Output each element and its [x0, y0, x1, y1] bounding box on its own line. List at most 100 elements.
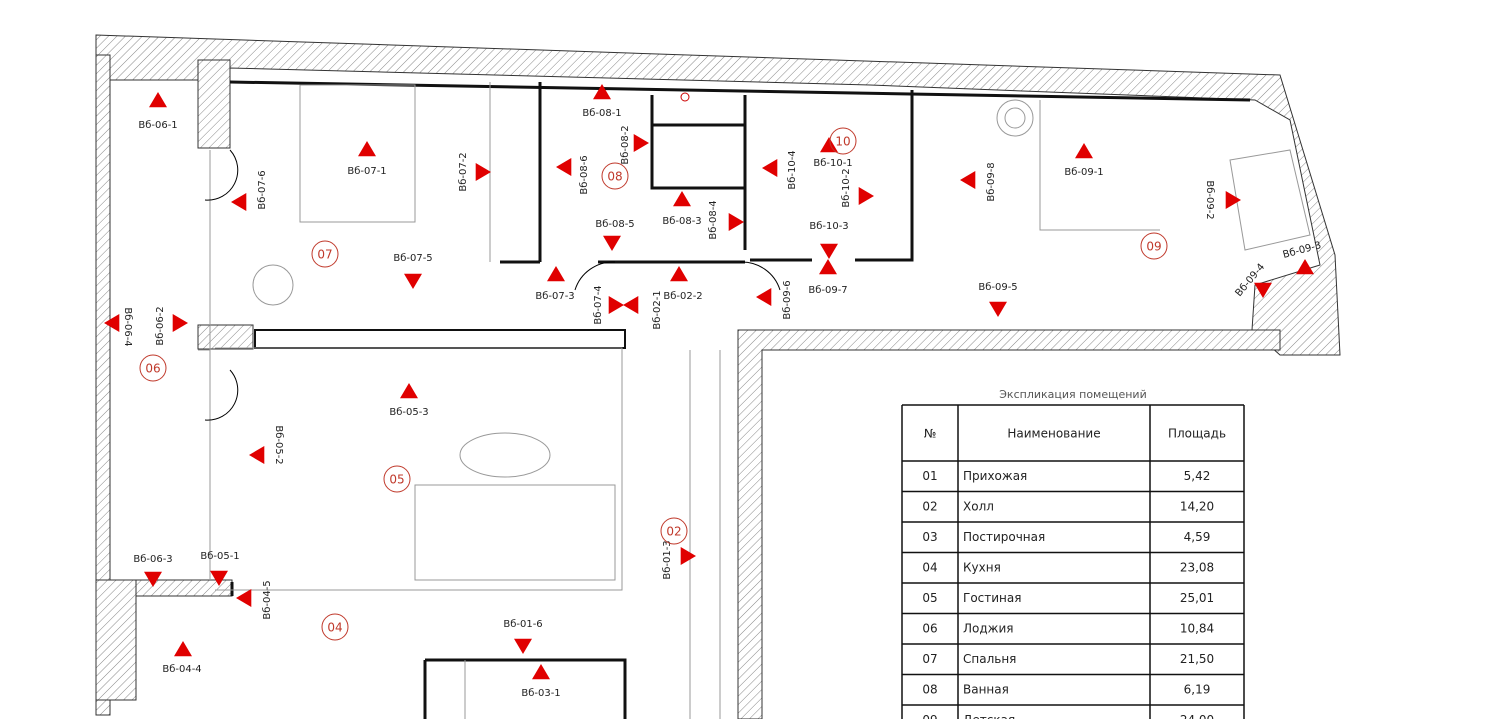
- room-number: 09: [1146, 240, 1161, 254]
- view-marker-arrow: [1254, 282, 1272, 298]
- view-marker-arrow: [104, 314, 120, 332]
- view-marker-arrow: [858, 187, 874, 205]
- view-marker-arrow: [670, 266, 688, 282]
- table-cell: 24,00: [1180, 713, 1214, 719]
- view-marker-label: Вб-06-1: [138, 120, 177, 131]
- view-marker-arrow: [633, 134, 649, 152]
- view-marker-arrow: [989, 301, 1007, 317]
- view-marker-arrow: [210, 570, 228, 586]
- room-number-circle: [139, 354, 167, 382]
- view-marker-arrow: [1225, 191, 1241, 209]
- view-marker-label: Вб-08-4: [708, 200, 719, 239]
- view-marker-arrow: [144, 571, 162, 587]
- view-marker-label: Вб-09-7: [808, 285, 847, 296]
- view-marker-label: Вб-05-1: [200, 551, 239, 562]
- view-marker-arrow: [603, 235, 621, 251]
- view-marker-label: Вб-09-1: [1064, 167, 1103, 178]
- table-cell: Детская: [963, 713, 1015, 719]
- view-marker-label: Вб-09-3: [1282, 240, 1323, 261]
- table-cell: Кухня: [963, 561, 1001, 575]
- room-number: 06: [145, 362, 160, 376]
- view-marker-label: Вб-08-5: [595, 219, 634, 230]
- table-cell: Спальня: [963, 652, 1016, 666]
- table-cell: 07: [922, 652, 937, 666]
- table-cell: 01: [922, 469, 937, 483]
- view-marker-label: Вб-09-8: [986, 162, 997, 201]
- room-number-circle: [383, 465, 411, 493]
- view-marker-label: Вб-06-2: [155, 306, 166, 345]
- view-marker-arrow: [358, 141, 376, 157]
- view-marker-label: Вб-08-6: [579, 155, 590, 194]
- view-marker-label: Вб-10-3: [809, 221, 848, 232]
- view-marker-label: Вб-09-5: [978, 282, 1017, 293]
- view-marker-label: Вб-06-4: [122, 307, 133, 346]
- view-marker-arrow: [400, 383, 418, 399]
- room-number: 04: [327, 621, 342, 635]
- table-cell: Лоджия: [963, 622, 1014, 636]
- view-marker-arrow: [231, 193, 247, 211]
- view-marker-label: Вб-07-6: [257, 170, 268, 209]
- view-marker-label: Вб-08-3: [662, 216, 701, 227]
- view-marker-label: Вб-10-4: [787, 150, 798, 189]
- view-marker-label: Вб-05-3: [389, 407, 428, 418]
- room-number: 02: [666, 525, 681, 539]
- view-marker-arrow: [547, 266, 565, 282]
- room-number: 08: [607, 170, 622, 184]
- table-cell: 6,19: [1184, 683, 1211, 697]
- view-marker-label: Вб-04-4: [162, 664, 201, 675]
- table-cell: Прихожая: [963, 469, 1027, 483]
- view-marker-label: Вб-10-2: [841, 168, 852, 207]
- view-marker-arrow: [762, 159, 778, 177]
- view-marker-label: Вб-08-1: [582, 108, 621, 119]
- view-marker-label: Вб-02-2: [663, 291, 702, 302]
- view-marker-arrow: [728, 213, 744, 231]
- table-cell: 08: [922, 683, 937, 697]
- table-cell: 09: [922, 713, 937, 719]
- view-marker-arrow: [404, 273, 422, 289]
- view-marker-arrow: [556, 158, 572, 176]
- view-marker-label: Вб-04-5: [262, 580, 273, 619]
- view-marker-label: Вб-03-1: [521, 688, 560, 699]
- table-cell: Постирочная: [963, 530, 1045, 544]
- table-cell: 5,42: [1184, 469, 1211, 483]
- view-marker-arrow: [593, 84, 611, 100]
- view-marker-label: Вб-08-2: [620, 125, 631, 164]
- view-marker-arrow: [236, 589, 252, 607]
- room-number-circle: [321, 613, 349, 641]
- view-marker-label: Вб-01-6: [503, 619, 542, 630]
- room-number-circle: [311, 240, 339, 268]
- table-header: №: [924, 427, 936, 441]
- table-cell: 06: [922, 622, 937, 636]
- view-marker-arrow: [172, 314, 188, 332]
- table-cell: 4,59: [1184, 530, 1211, 544]
- view-marker-arrow: [680, 547, 696, 565]
- view-marker-arrow: [756, 288, 772, 306]
- view-marker-label: Вб-10-1: [813, 158, 852, 169]
- room-number-circle: [829, 127, 857, 155]
- view-marker-label: Вб-07-4: [593, 285, 604, 324]
- view-marker-arrow: [149, 92, 167, 108]
- room-number-circle: [660, 517, 688, 545]
- view-marker-arrow: [819, 259, 837, 275]
- view-marker-arrow: [608, 296, 624, 314]
- view-marker-label: Вб-05-2: [273, 425, 284, 464]
- view-marker-arrow: [820, 243, 838, 259]
- room-number: 07: [317, 248, 332, 262]
- view-marker-label: Вб-09-6: [782, 280, 793, 319]
- table-header: Наименование: [1007, 427, 1100, 441]
- table-cell: 05: [922, 591, 937, 605]
- table-cell: Гостиная: [963, 591, 1021, 605]
- view-marker-label: Вб-09-2: [1204, 180, 1215, 219]
- table-grid: [901, 404, 1245, 719]
- table-cell: 04: [922, 561, 937, 575]
- view-marker-label: Вб-01-3: [662, 540, 673, 579]
- view-marker-arrow: [514, 638, 532, 654]
- view-marker-label: Вб-07-5: [393, 253, 432, 264]
- table-cell: 10,84: [1180, 622, 1214, 636]
- view-marker-label: Вб-02-1: [652, 290, 663, 329]
- table-header: Площадь: [1168, 427, 1226, 441]
- table-cell: Холл: [963, 500, 994, 514]
- table-cell: 25,01: [1180, 591, 1214, 605]
